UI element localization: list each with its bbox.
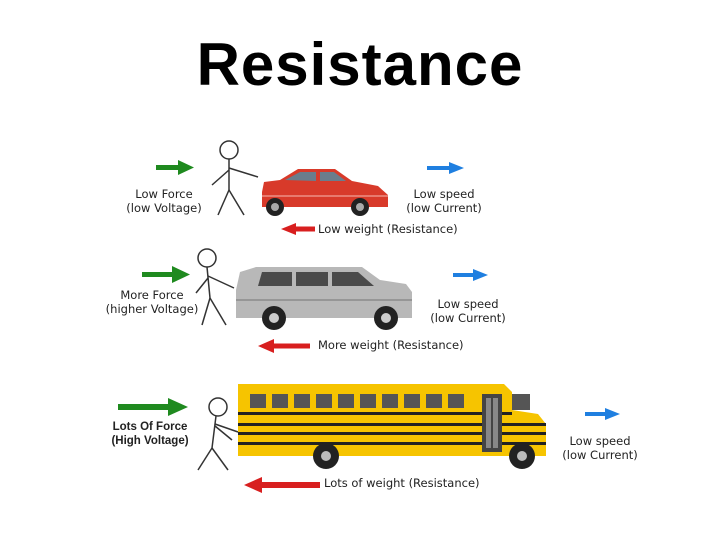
resistance-arrow [258, 339, 310, 353]
force-arrow [156, 160, 194, 175]
stick-figure-pushing [197, 397, 239, 471]
force-arrow [142, 266, 190, 283]
speed-label: Low speed (low Current) [406, 187, 482, 215]
force-arrow [118, 398, 188, 416]
force-label: More Force (higher Voltage) [105, 288, 199, 316]
resistance-arrow [244, 477, 320, 493]
silver-suv-icon [236, 267, 412, 330]
speed-label: Low speed (low Current) [430, 297, 506, 325]
speed-arrow [427, 162, 464, 174]
force-label: Lots Of Force (High Voltage) [111, 421, 189, 447]
resistance-label: More weight (Resistance) [318, 338, 464, 352]
resistance-label: Lots of weight (Resistance) [324, 476, 480, 490]
stick-figure-pushing [195, 248, 235, 326]
stick-figure-pushing [211, 140, 259, 216]
force-label: Low Force (low Voltage) [126, 187, 202, 215]
speed-arrow [585, 408, 620, 420]
page-title: Resistance [196, 31, 524, 98]
red-car-icon [262, 169, 388, 216]
speed-arrow [453, 269, 488, 281]
yellow-school-bus-icon [238, 384, 546, 469]
speed-label: Low speed (low Current) [562, 434, 638, 462]
resistance-label: Low weight (Resistance) [318, 222, 458, 236]
resistance-arrow [281, 223, 315, 235]
